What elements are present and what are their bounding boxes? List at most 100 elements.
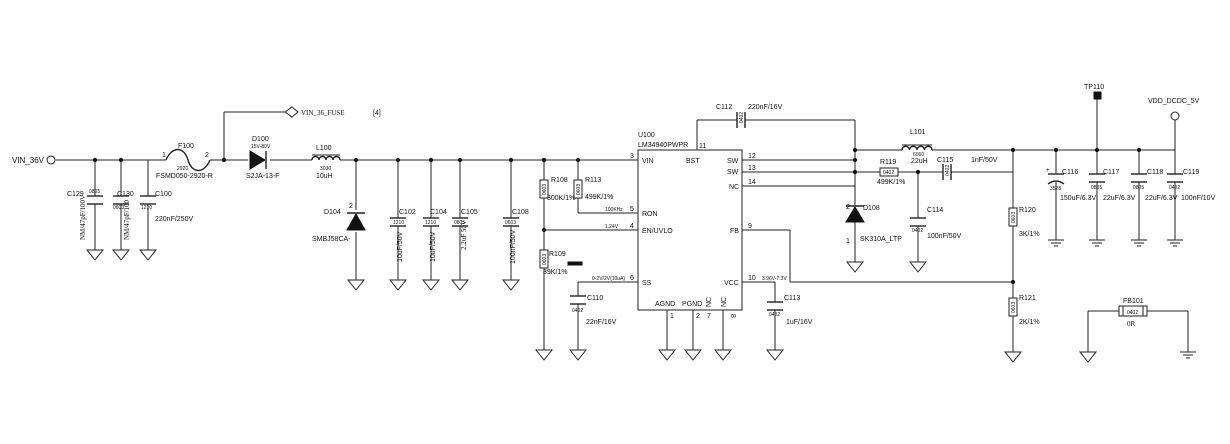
pin-sw2-num: 13 <box>748 165 756 172</box>
resistor-r119[interactable]: R119 0402 499K/1% <box>877 159 905 186</box>
diode-d108[interactable]: 2 1 D108 SK310A_LTP <box>845 204 902 245</box>
pin-vcc-name: VCC <box>724 280 739 287</box>
ground-icon <box>1003 351 1023 363</box>
r120-size: 0603 <box>1011 212 1017 223</box>
ground-icon <box>501 279 521 291</box>
c115-value: 1nF/50V <box>971 157 998 164</box>
cap-c113[interactable]: C113 0402 1uF/16V <box>767 295 813 326</box>
c104-ref: C104 <box>430 209 447 216</box>
cap-c112[interactable]: C112 0402 220nF/16V <box>716 104 783 128</box>
pin-nc-name: NC <box>729 184 739 191</box>
ground-icon <box>138 249 158 261</box>
resistor-r113[interactable]: R113 0603 499K/1% <box>573 177 613 201</box>
cap-c129[interactable]: C129 0805 NM/47pF/100V <box>67 189 103 240</box>
wires <box>56 98 1189 352</box>
c105-ref: C105 <box>461 209 478 216</box>
vin-fuse-net-flag[interactable]: VIN_36_FUSE [4] <box>284 106 381 118</box>
r121-value: 2K/1% <box>1019 319 1040 326</box>
l100-size: 3030 <box>320 166 331 172</box>
ic-body <box>637 149 743 311</box>
ground-icon <box>765 349 785 361</box>
junction-dots <box>92 147 1142 285</box>
resistor-r109[interactable]: R109 0603 39K/1% <box>539 249 568 276</box>
c117-value: 22uF/6.3V <box>1103 195 1136 202</box>
l101-value: 22uH <box>911 158 928 165</box>
cap-c108[interactable]: C108 0603 100nF/50V <box>503 209 529 264</box>
ss-note: 0-2V/2V(10uA) <box>592 276 625 282</box>
cap-c119[interactable]: C119 0402 100nF/10V <box>1167 169 1216 202</box>
vin-connector[interactable]: VIN_36V <box>12 155 56 165</box>
r108-value: 300K/1% <box>547 195 575 202</box>
c112-value: 220nF/16V <box>748 104 783 111</box>
r119-ref: R119 <box>880 159 896 166</box>
cap-c110[interactable]: C110 0402 22nF/16V <box>570 295 617 326</box>
cap-c102[interactable]: C102 1210 10uF/50V <box>390 209 416 262</box>
cap-c115[interactable]: C115 0402 1nF/50V <box>937 157 998 180</box>
diode-triangle-icon <box>845 206 865 223</box>
diode-d100[interactable]: D100 15V-80V S2JA-13-F <box>246 136 279 180</box>
cap-c105[interactable]: C105 0805 2.2uF 50V <box>452 209 478 250</box>
inductor-coil-icon <box>901 145 933 151</box>
d108-part: SK310A_LTP <box>860 236 902 243</box>
c105-value: 2.2uF 50V <box>460 220 468 250</box>
cap-c116[interactable]: + C116 3528 150uF/6.3V <box>1046 168 1097 202</box>
r113-ref: R113 <box>585 177 601 184</box>
tvs-d104[interactable]: 2 D104 SMBJ58CA- <box>312 203 366 243</box>
r113-value: 499K/1% <box>585 194 613 201</box>
inductor-l100[interactable]: L100 3030 10uH <box>311 145 341 180</box>
d100-ref: D100 <box>252 136 269 143</box>
cap-c130[interactable]: C130 0603 NM/47pF/100 <box>113 191 134 240</box>
pin-nc-num: 14 <box>748 179 756 186</box>
d104-part: SMBJ58CA- <box>312 236 351 243</box>
ground-icon <box>111 249 131 261</box>
c115-size: 0402 <box>945 165 951 176</box>
resistor-r108[interactable]: R108 0603 300K/1% <box>539 177 575 202</box>
vdd-terminal-icon <box>1170 111 1180 121</box>
c113-ref: C113 <box>784 295 800 302</box>
uvlo-note: 1.24V <box>605 224 619 230</box>
cap-c100[interactable]: C100 1210 220nF/250V <box>140 191 193 223</box>
c113-size: 0402 <box>769 312 780 318</box>
c108-value: 100nF/50V <box>510 229 517 264</box>
c110-value: 22nF/16V <box>586 319 617 326</box>
ic-u100[interactable]: U100 LM34940PWPR 3 VIN 5 RON 4 EN/UVLO 6… <box>630 132 756 320</box>
pin-en-name: EN/UVLO <box>642 228 673 235</box>
c112-size: 0402 <box>739 112 745 123</box>
testpoint-square-icon <box>1093 91 1102 100</box>
resistor-r121[interactable]: R121 0603 2K/1% <box>1008 295 1040 326</box>
d108-pin1: 1 <box>846 238 850 245</box>
pin-ss-name: SS <box>642 280 652 287</box>
cap-c117[interactable]: C117 0805 22uF/6.3V <box>1089 169 1136 202</box>
c100-ref: C100 <box>155 191 172 198</box>
fuse-f100[interactable]: F100 1 2 2920 FSMD050-2920-R <box>156 143 213 180</box>
r120-ref: R120 <box>1019 207 1036 214</box>
l100-value: 10uH <box>316 173 333 180</box>
pin-sw1-num: 12 <box>748 153 756 160</box>
resistor-r120[interactable]: R120 0603 3K/1% <box>1008 207 1040 238</box>
tp110-testpoint[interactable]: TP110 <box>1084 84 1104 100</box>
c114-size: 0402 <box>912 228 923 234</box>
pin-vin-num: 3 <box>630 153 634 160</box>
cap-c104[interactable]: C104 1210 10uF/50V <box>423 209 447 262</box>
inductor-coil-icon <box>311 155 341 161</box>
inductor-l101[interactable]: L101 6060 22uH <box>901 129 933 165</box>
d100-rating: 15V-80V <box>251 144 271 150</box>
r109-value: 39K/1% <box>543 269 568 276</box>
l101-ref: L101 <box>910 129 926 136</box>
ferrite-fb101[interactable]: FB101 0402 0R <box>1118 298 1148 328</box>
pin-bst-name: BST <box>686 158 700 165</box>
cap-c118[interactable]: C118 0805 22uF/6.3V <box>1131 169 1178 202</box>
cap-c114[interactable]: C114 0402 100nF/50V <box>910 207 962 240</box>
c114-ref: C114 <box>927 207 943 214</box>
c102-ref: C102 <box>399 209 416 216</box>
pin-nc8-name: NC <box>721 297 728 307</box>
r121-ref: R121 <box>1019 295 1036 302</box>
vin-label: VIN_36V <box>12 156 45 165</box>
u100-ref: U100 <box>638 132 655 139</box>
f100-size: 2920 <box>177 166 188 172</box>
vdd-output-connector[interactable]: VDD_DCDC_5V <box>1148 98 1200 121</box>
tvs-triangle-icon <box>346 212 366 231</box>
f100-part: FSMD050-2920-R <box>156 173 213 180</box>
ground-icon <box>908 261 928 273</box>
